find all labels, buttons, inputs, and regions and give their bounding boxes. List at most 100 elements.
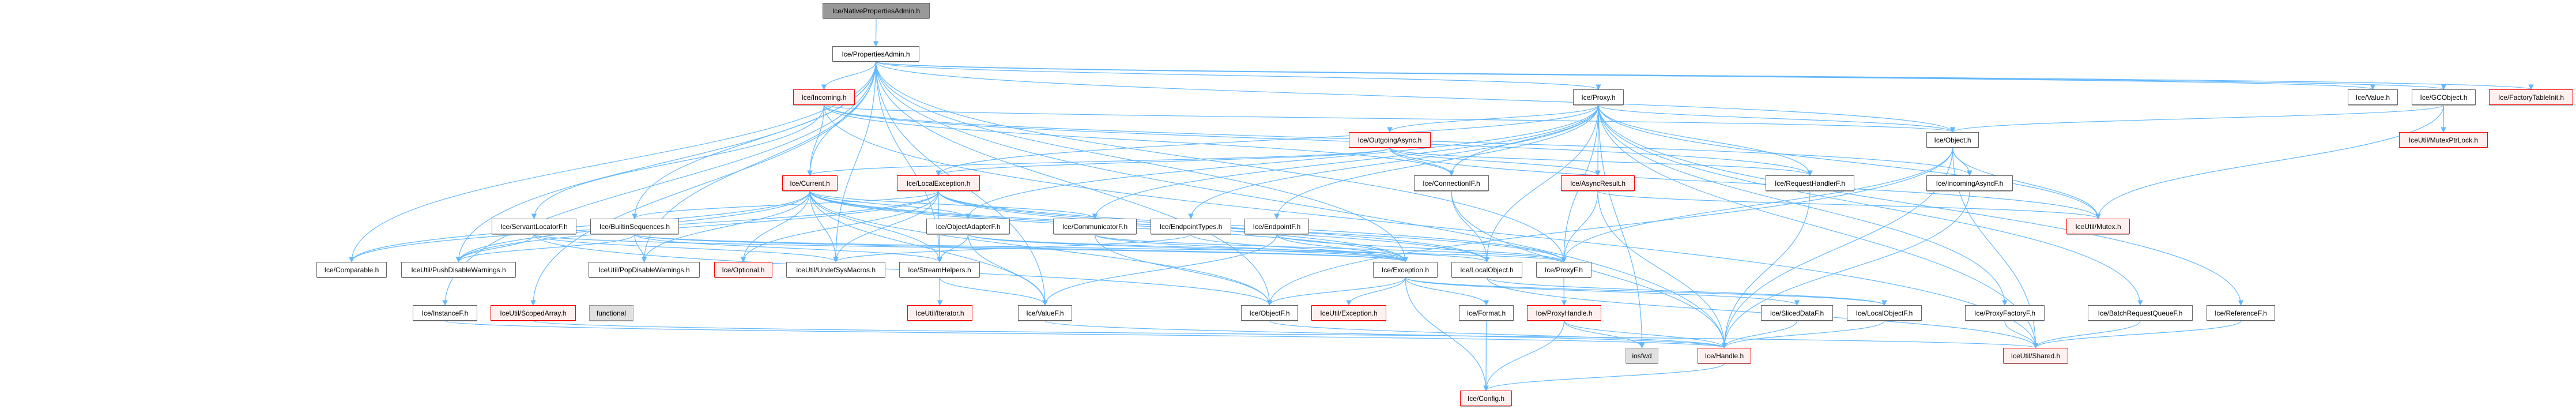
edge-n1-n37 [875, 61, 1273, 306]
edge-n18-n29 [967, 234, 1408, 262]
node-request-handler-f[interactable]: Ice/RequestHandlerF.h [1766, 175, 1854, 191]
node-outgoing-async[interactable]: Ice/OutgoingAsync.h [1349, 132, 1431, 148]
edge-n3-n7 [1387, 104, 1599, 133]
node-local-object-f[interactable]: Ice/LocalObjectF.h [1847, 305, 1922, 321]
node-object-adapter-f[interactable]: Ice/ObjectAdapterF.h [926, 219, 1010, 234]
edge-n40-n46 [1563, 320, 1645, 348]
node-async-result[interactable]: Ice/AsyncResult.h [1561, 175, 1635, 191]
node-iosfwd[interactable]: iosfwd [1625, 348, 1658, 363]
edge-n3-n43 [1598, 104, 2008, 306]
node-shared[interactable]: IceUtil/Shared.h [2003, 348, 2068, 363]
node-instance-f[interactable]: Ice/InstanceF.h [413, 305, 477, 321]
node-object[interactable]: Ice/Object.h [1926, 132, 1979, 148]
node-local-object[interactable]: Ice/LocalObject.h [1451, 262, 1522, 277]
node-comparable[interactable]: Ice/Comparable.h [316, 262, 387, 277]
edge-n40-n47 [1563, 320, 1728, 348]
node-push-disable-warnings[interactable]: IceUtil/PushDisableWarnings.h [401, 262, 516, 277]
edge-n5-n9 [2441, 104, 2446, 133]
node-builtin-sequences[interactable]: Ice/BuiltinSequences.h [590, 219, 679, 234]
node-mutex-ptr-lock[interactable]: IceUtil/MutexPtrLock.h [2399, 132, 2488, 148]
node-proxy[interactable]: Ice/Proxy.h [1573, 89, 1624, 105]
edge-n10-n37 [809, 190, 1273, 306]
node-properties-admin[interactable]: Ice/PropertiesAdmin.h [832, 46, 919, 62]
node-value[interactable]: Ice/Value.h [2348, 89, 2398, 105]
edge-n17-n25 [634, 234, 647, 262]
edge-n21-n36 [1042, 234, 1277, 306]
node-connection-if[interactable]: Ice/ConnectionIF.h [1414, 175, 1489, 191]
edge-n17-n24 [455, 234, 635, 262]
node-undef-sys-macros[interactable]: IceUtil/UndefSysMacros.h [786, 262, 885, 277]
node-factory-table-init[interactable]: Ice/FactoryTableInit.h [2489, 89, 2573, 105]
node-proxy-factory-f[interactable]: Ice/ProxyFactoryF.h [1965, 305, 2045, 321]
edge-n3-n8 [1598, 104, 1956, 133]
node-proxy-f[interactable]: Ice/ProxyF.h [1536, 262, 1591, 277]
node-gcobject[interactable]: Ice/GCObject.h [2412, 89, 2476, 105]
edge-n10-n27 [809, 190, 839, 262]
node-communicator-f[interactable]: Ice/CommunicatorF.h [1053, 219, 1137, 234]
node-incoming-async-f[interactable]: Ice/IncomingAsyncF.h [1926, 175, 2013, 191]
edge-n3-n30 [1484, 104, 1599, 262]
node-functional[interactable]: functional [589, 305, 633, 321]
node-exception[interactable]: Ice/Exception.h [1373, 262, 1438, 277]
edge-n40-n49 [1483, 320, 1565, 391]
node-native-properties-admin[interactable]: Ice/NativePropertiesAdmin.h [823, 3, 930, 18]
node-config[interactable]: Ice/Config.h [1460, 391, 1512, 406]
node-optional[interactable]: Ice/Optional.h [714, 262, 772, 277]
edge-n3-n22 [1598, 104, 2101, 219]
node-servant-locator-f[interactable]: Ice/ServantLocatorF.h [492, 219, 576, 234]
node-format[interactable]: Ice/Format.h [1459, 305, 1514, 321]
node-object-f[interactable]: Ice/ObjectF.h [1241, 305, 1298, 321]
node-proxy-handle[interactable]: Ice/ProxyHandle.h [1527, 305, 1601, 321]
node-local-exception[interactable]: Ice/LocalException.h [897, 175, 980, 191]
edge-n8-n37 [1266, 147, 1953, 306]
edge-n47-n49 [1483, 363, 1725, 391]
edge-n29-n39 [1405, 277, 1489, 306]
edge-n42-n47 [1721, 320, 1885, 348]
node-stream-helpers[interactable]: Ice/StreamHelpers.h [899, 262, 980, 277]
edge-n32-n47 [444, 320, 1727, 348]
edge-n1-n6 [875, 61, 2533, 90]
edge-n10-n25 [641, 190, 810, 262]
edge-n29-n38 [1346, 277, 1406, 306]
edge-n18-n30 [967, 234, 1489, 262]
edge-n2-n14 [823, 104, 1813, 176]
node-pop-disable-warnings[interactable]: IceUtil/PopDisableWarnings.h [589, 262, 700, 277]
edge-n44-n48 [2032, 320, 2141, 348]
node-value-f[interactable]: Ice/ValueF.h [1018, 305, 1072, 321]
edge-n16-n24 [455, 234, 535, 262]
edge-n1-n29 [875, 61, 1408, 262]
node-sliced-data-f[interactable]: Ice/SlicedDataF.h [1761, 305, 1833, 321]
edge-n37-n47 [1269, 320, 1728, 348]
edge-n2-n10 [807, 104, 825, 176]
edge-n1-n27 [833, 61, 877, 262]
edge-n10-n36 [809, 190, 1048, 306]
edge-n10-n30 [809, 190, 1490, 262]
edge-n13-n22 [1597, 190, 2101, 219]
node-endpoint-types[interactable]: Ice/EndpointTypes.h [1151, 219, 1231, 234]
edge-n7-n10 [807, 147, 1390, 176]
node-iterator[interactable]: IceUtil/Iterator.h [907, 305, 972, 321]
edge-n33-n48 [533, 320, 2038, 348]
edge-n7-n11 [936, 147, 1390, 176]
edge-n10-n18 [809, 190, 971, 219]
node-mutex[interactable]: IceUtil/Mutex.h [2066, 219, 2130, 234]
edge-n3-n48 [1598, 104, 2039, 348]
edge-n8-n31 [1561, 147, 1953, 262]
edge-n36-n47 [1044, 320, 1727, 348]
node-batch-request-queue-f[interactable]: Ice/BatchRequestQueueF.h [2088, 305, 2193, 321]
edge-n30-n42 [1486, 277, 1887, 306]
edge-n8-n22 [1952, 147, 2101, 219]
edge-n5-n8 [1950, 104, 2445, 133]
node-current[interactable]: Ice/Current.h [782, 175, 838, 191]
node-incoming[interactable]: Ice/Incoming.h [793, 89, 855, 105]
edge-n11-n17 [632, 190, 939, 219]
node-scoped-array[interactable]: IceUtil/ScopedArray.h [491, 305, 576, 321]
edge-n3-n11 [936, 104, 1599, 176]
edge-n1-n31 [875, 61, 1567, 262]
edge-n7-n14 [1389, 147, 1813, 176]
node-reference-f[interactable]: Ice/ReferenceF.h [2207, 305, 2275, 321]
edge-n5-n22 [2095, 104, 2445, 219]
node-iceutil-exception[interactable]: IceUtil/Exception.h [1311, 305, 1386, 321]
node-endpoint-f[interactable]: Ice/EndpointF.h [1244, 219, 1309, 234]
node-handle[interactable]: Ice/Handle.h [1698, 348, 1751, 363]
